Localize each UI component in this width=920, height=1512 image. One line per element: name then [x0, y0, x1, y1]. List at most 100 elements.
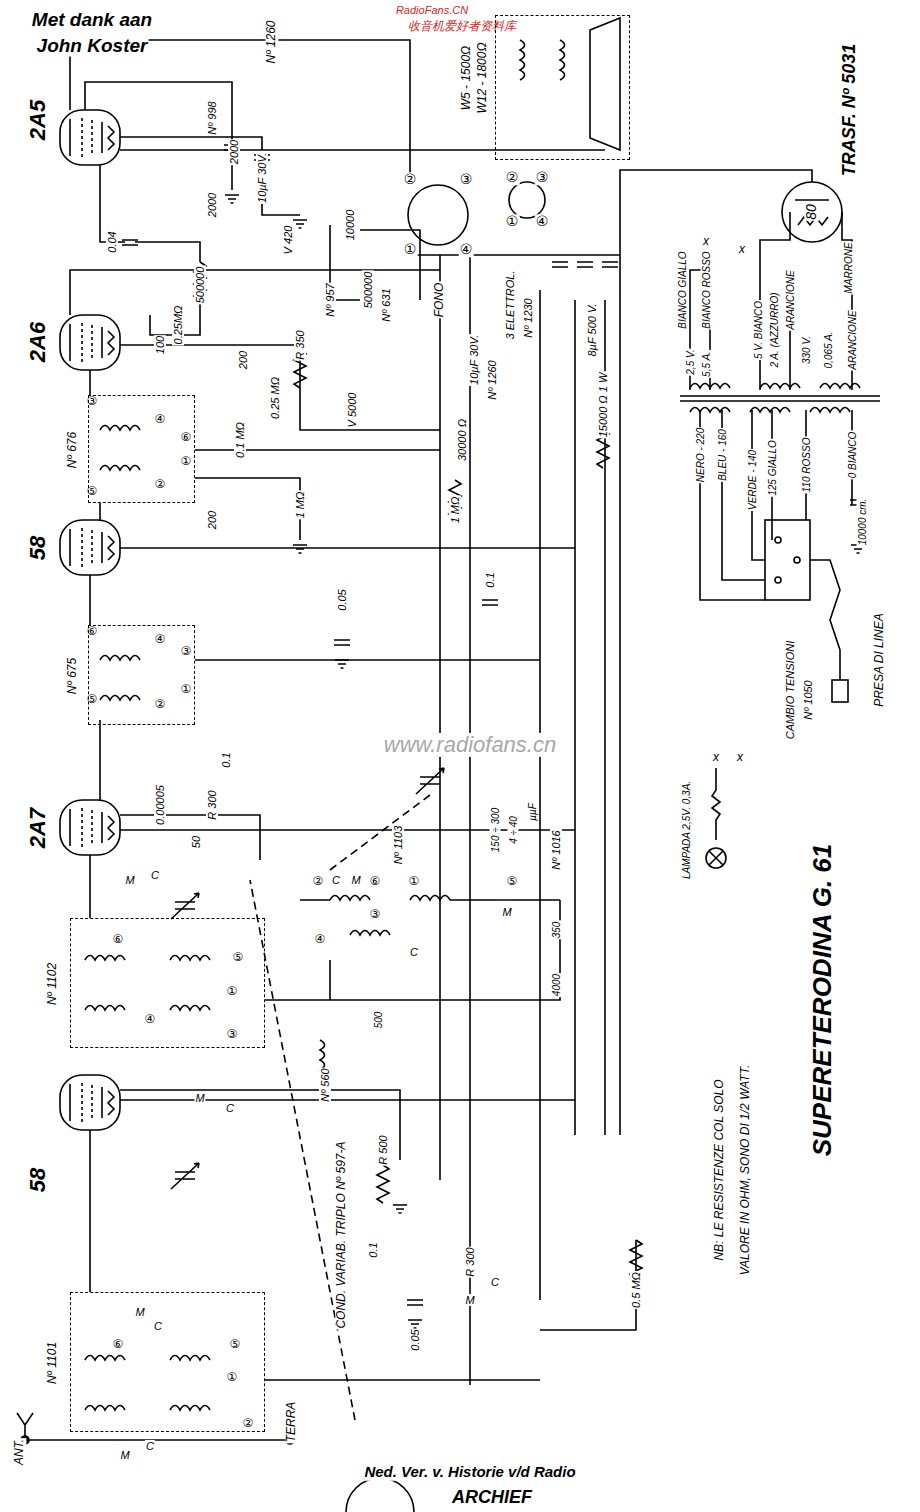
callout-label: ⑥	[369, 875, 382, 888]
component-symbol	[680, 396, 880, 401]
callout-label: Nº 998	[206, 100, 218, 135]
component-symbol	[590, 18, 620, 150]
callout-label: ①	[180, 455, 193, 468]
callout-label: 500	[373, 1011, 384, 1030]
callout-label: 30000 Ω	[456, 418, 468, 462]
coil-assembly-box: Nº 675	[88, 625, 195, 725]
callout-label: ANT.	[13, 1438, 26, 1466]
component-symbol	[560, 40, 565, 80]
wire	[712, 768, 720, 840]
wire	[70, 40, 410, 185]
callout-label: 58	[26, 1167, 50, 1193]
component-symbol	[171, 893, 199, 919]
component-symbol	[85, 1406, 125, 1411]
callout-label: 4000	[551, 973, 562, 997]
callout-label: 0.1	[220, 751, 232, 768]
callout-label: FONO	[433, 282, 446, 319]
wire	[89, 855, 91, 918]
component-symbol	[250, 795, 430, 1420]
component-symbol	[520, 40, 525, 80]
component-symbol	[775, 577, 781, 583]
callout-label: 125 GIALLO	[767, 439, 778, 497]
component-symbol	[750, 408, 790, 413]
wire	[120, 547, 575, 549]
wire	[85, 82, 232, 140]
component-symbol	[100, 466, 140, 471]
callout-label: V 5000	[346, 392, 358, 429]
wire	[120, 149, 605, 151]
callout-label: M	[194, 1092, 205, 1104]
wire	[195, 659, 540, 661]
callout-label: ④	[459, 242, 474, 257]
callout-label: C	[409, 946, 419, 958]
wire	[469, 255, 471, 1385]
callout-label: NB: LE RESISTENZE COL SOLO	[713, 1078, 726, 1261]
callout-label: Ned. Ver. v. Historie v/d Radio	[363, 1464, 576, 1481]
component-symbol	[552, 262, 568, 267]
component-symbol	[170, 1406, 210, 1411]
wire	[99, 503, 101, 520]
callout-label: x	[736, 751, 744, 764]
callout-label: ②	[312, 875, 325, 888]
component-symbol	[85, 1006, 125, 1011]
callout-label: 0.04	[106, 230, 118, 253]
callout-label: Nº 1103	[392, 825, 404, 866]
callout-label: 0.05	[409, 1328, 421, 1351]
callout-label: ④	[154, 633, 167, 646]
callout-label: 10000	[344, 209, 356, 242]
callout-label: 0.25 MΩ	[269, 376, 281, 420]
component-symbol	[760, 384, 800, 389]
component-symbol	[330, 896, 370, 901]
callout-label: 5,5 A.	[701, 350, 712, 378]
callout-label: C	[331, 874, 341, 886]
component-symbol	[408, 185, 468, 245]
callout-label: Nº 1050	[802, 679, 814, 721]
wire	[410, 245, 620, 255]
callout-label: 80	[804, 203, 819, 221]
callout-label: 0.1 MΩ	[234, 421, 246, 459]
callout-label: M	[124, 874, 135, 886]
wire	[300, 330, 440, 430]
callout-label: R 500	[377, 1134, 389, 1165]
component-symbol	[820, 384, 860, 389]
callout-label: x	[702, 235, 710, 248]
callout-label: ①	[180, 683, 193, 696]
component-symbol	[334, 640, 350, 645]
component-symbol	[170, 1006, 210, 1011]
callout-label: 0.5 MΩ	[630, 1271, 642, 1309]
callout-label: 150 ÷ 300	[490, 807, 501, 853]
wire	[620, 170, 812, 300]
callout-label: C	[150, 869, 160, 881]
wire	[810, 560, 840, 680]
component-symbol	[100, 696, 140, 701]
component-symbol	[794, 557, 800, 563]
coil-assembly-box: Nº 1101	[70, 1292, 265, 1432]
callout-label: x	[712, 751, 720, 764]
callout-label: 200	[237, 350, 249, 370]
component-symbol	[810, 408, 850, 413]
wire	[700, 410, 852, 600]
component-symbol	[706, 848, 726, 868]
callout-label: TRASF. Nº 5031	[840, 43, 860, 178]
tube-symbol	[60, 110, 120, 165]
callout-label: ②	[154, 698, 167, 711]
part-number: W12 - 1800Ω	[476, 41, 489, 114]
callout-label: ⑥	[180, 431, 193, 444]
callout-label: 0.1	[484, 571, 496, 588]
component-symbol	[17, 18, 880, 1512]
callout-label: 10000 cm.	[857, 498, 868, 547]
wire	[25, 40, 852, 1440]
title: SUPERETERODINA G. 61	[808, 843, 837, 1158]
callout-label: 2A7	[26, 807, 50, 849]
wire	[25, 1439, 290, 1441]
callout-label: M	[119, 1449, 130, 1461]
callout-label: BIANCO GIALLO	[677, 250, 688, 329]
callout-label: 收音机爱好者资料库	[407, 20, 517, 33]
component-symbol	[832, 680, 848, 702]
callout-label: 10µF 30V.	[468, 334, 480, 386]
tube-symbol	[60, 800, 120, 855]
callout-label: M	[134, 1306, 145, 1318]
component-symbol	[602, 262, 618, 267]
wire	[120, 137, 262, 150]
component-symbol	[100, 426, 140, 431]
